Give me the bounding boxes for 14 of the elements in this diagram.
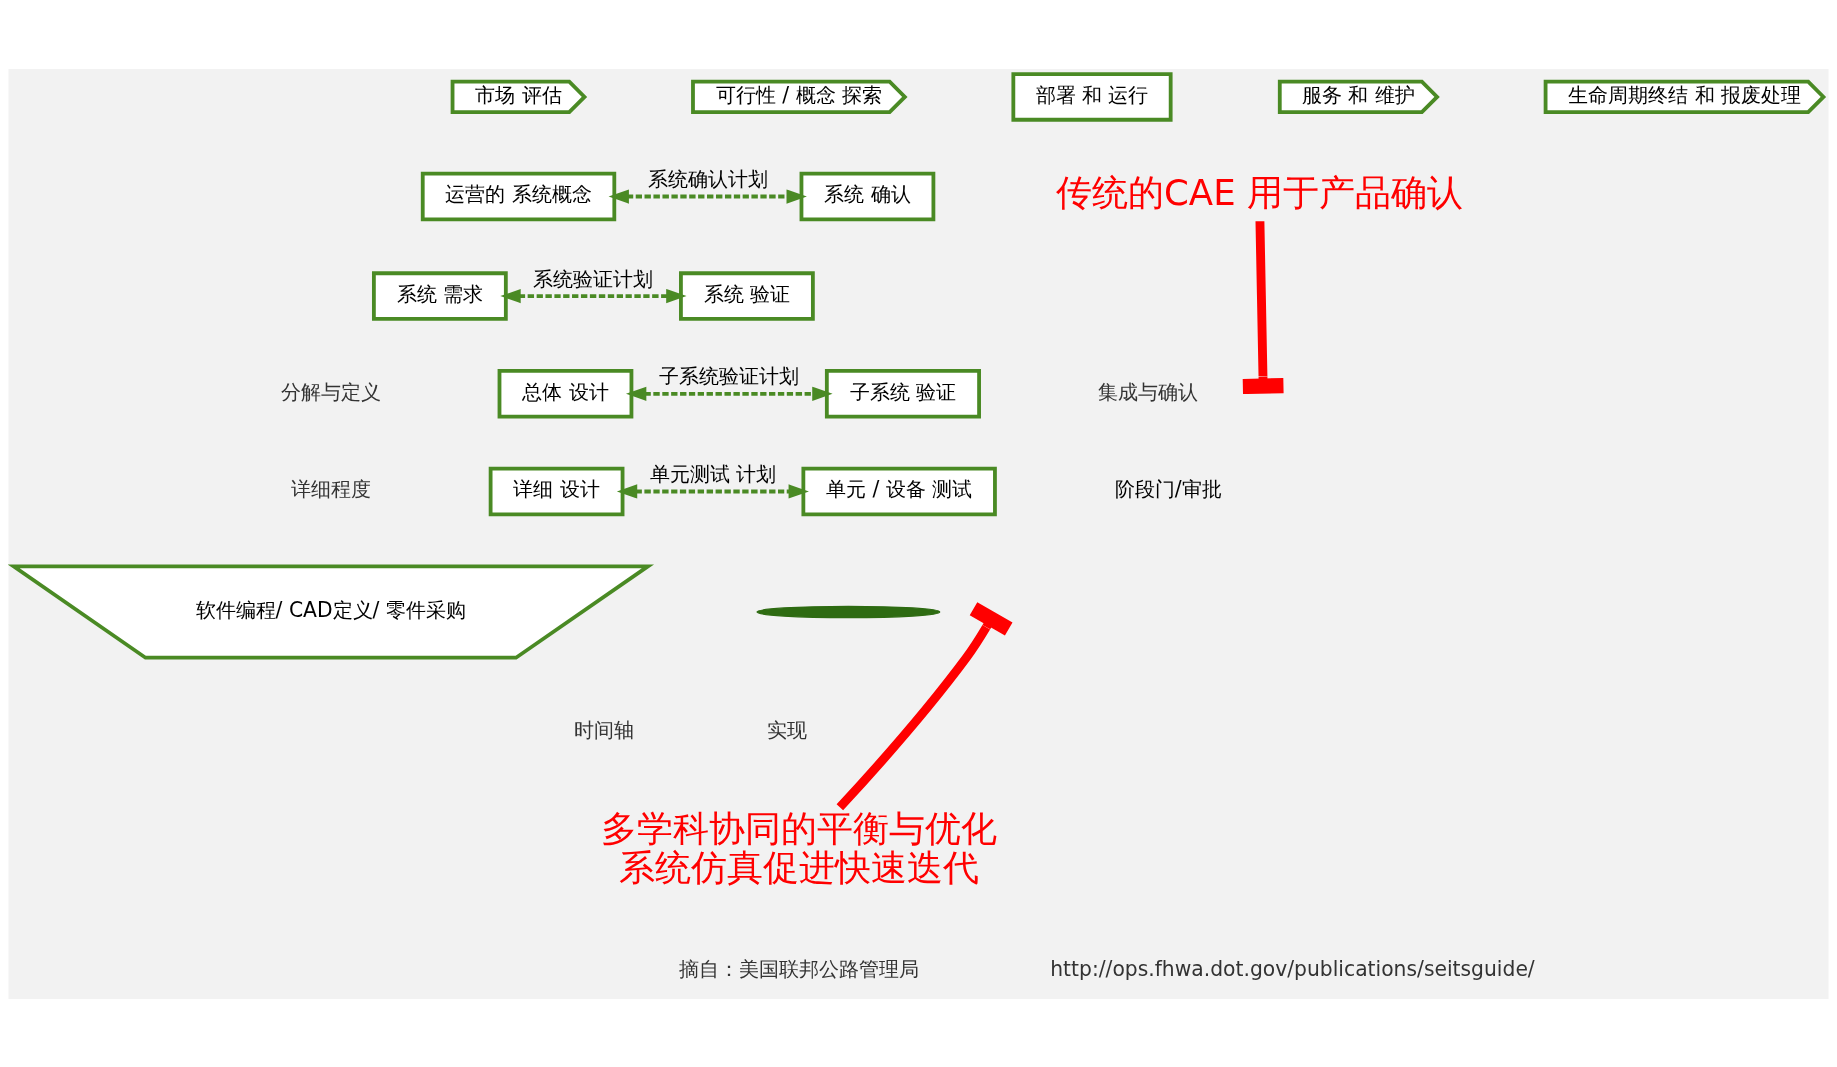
label: 集成与确认 xyxy=(1097,379,1198,404)
label: 实现 xyxy=(767,717,808,742)
label: 时间轴 xyxy=(573,717,634,742)
label: 详细程度 xyxy=(290,476,371,501)
label: 分解与定义 xyxy=(280,379,381,404)
node-text: 传统的CAE 用于产品确认 xyxy=(1056,171,1463,213)
node-text: 多学科协同的平衡与优化 系统仿真促进快速迭代 xyxy=(600,807,997,888)
edge-label: 子系统验证计划 xyxy=(659,363,800,388)
edge-label: 系统确认计划 xyxy=(647,166,768,191)
legend-label: 阶段门/审批 xyxy=(1114,476,1222,501)
edge-label: 系统验证计划 xyxy=(533,266,654,291)
edge-label: 单元测试 计划 xyxy=(649,461,777,486)
label: http://ops.fhwa.dot.gov/publications/seitsguide/ xyxy=(1050,956,1535,981)
label: 摘自：美国联邦公路管理局 xyxy=(678,956,919,981)
